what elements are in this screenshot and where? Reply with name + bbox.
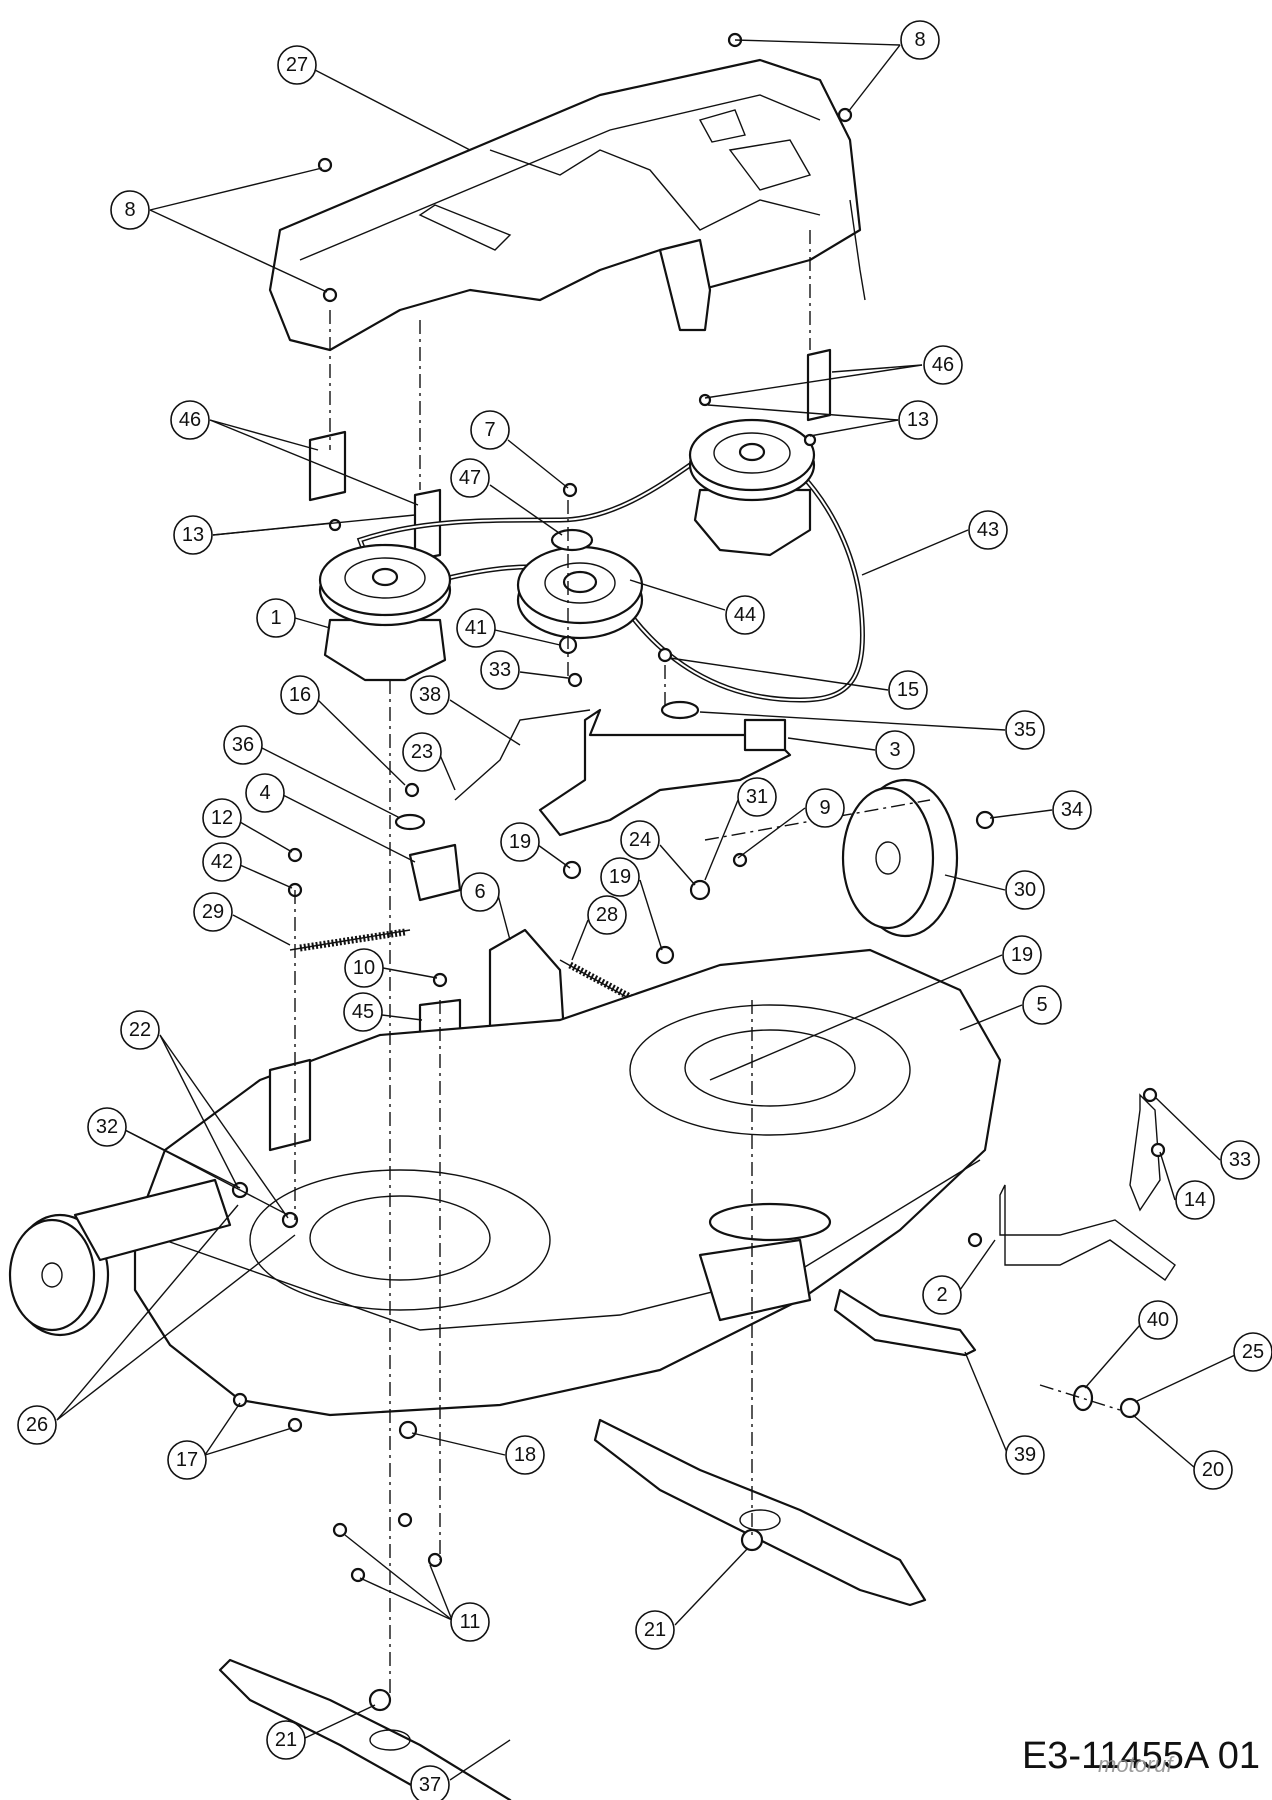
callout-label: 17: [176, 1449, 198, 1471]
watermark: motoruf: [1098, 1752, 1173, 1777]
callout-label: 15: [897, 679, 919, 701]
callout-label: 9: [819, 797, 830, 819]
callout-label: 10: [353, 957, 375, 979]
callout-label: 13: [907, 409, 929, 431]
callout-label: 1: [270, 607, 281, 629]
bracket-46-right: [806, 348, 832, 422]
callout-label: 26: [26, 1414, 48, 1436]
callout-label: 35: [1014, 719, 1036, 741]
callout-label: 42: [211, 851, 233, 873]
callout-label: 31: [746, 786, 768, 808]
callout-label: 28: [596, 904, 618, 926]
callout-label: 12: [211, 807, 233, 829]
callout-label: 19: [1011, 944, 1033, 966]
callout-label: 19: [609, 866, 631, 888]
callout-label: 27: [286, 54, 308, 76]
callout-label: 39: [1014, 1444, 1036, 1466]
callout-label: 34: [1061, 799, 1083, 821]
callout-numbers: 1 2 3 4 5 6 7 8 8 9 10 11 12 13 13 14 15…: [26, 29, 1264, 1796]
callouts: [17, 20, 1272, 1800]
idler-arm: [454, 708, 792, 837]
axle-39: [833, 1288, 977, 1357]
callout-label: 11: [460, 1611, 481, 1633]
callout-label: 40: [1147, 1309, 1169, 1331]
callout-label: 30: [1014, 879, 1036, 901]
spindle-pulley-left: [318, 543, 452, 682]
blade-right: [593, 1418, 927, 1607]
callout-label: 14: [1184, 1189, 1206, 1211]
drive-belt: [356, 437, 865, 703]
spindle-pulley-right: [688, 418, 816, 557]
callout-label: 19: [509, 831, 531, 853]
callout-label: 5: [1036, 994, 1047, 1016]
bracket-4: [408, 843, 462, 902]
callout-label: 21: [275, 1729, 297, 1751]
callout-label: 8: [914, 29, 925, 51]
callout-label: 46: [179, 409, 201, 431]
callout-label: 23: [411, 741, 433, 763]
deck-wheel: [841, 778, 959, 938]
callout-label: 3: [889, 739, 900, 761]
callout-label: 32: [96, 1116, 118, 1138]
drawing-code: E3-11455A 01: [1021, 1735, 1260, 1777]
callout-label: 6: [474, 881, 485, 903]
bracket-46-left: [308, 430, 347, 502]
callout-label: 41: [465, 617, 487, 639]
callout-label: 25: [1242, 1341, 1264, 1363]
callout-label: 24: [629, 829, 651, 851]
callout-label: 20: [1202, 1459, 1224, 1481]
callout-label: 38: [419, 684, 441, 706]
callout-label: 33: [1229, 1149, 1251, 1171]
mower-deck: [133, 948, 1002, 1417]
deck-cover: [268, 58, 866, 352]
callout-label: 37: [419, 1774, 441, 1796]
lift-rod: [999, 1093, 1176, 1281]
idler-pulley: [516, 528, 644, 640]
spring-29: [289, 928, 411, 952]
callout-label: 4: [259, 782, 270, 804]
callout-label: 44: [734, 604, 756, 626]
left-deck-wheel: [8, 1178, 232, 1337]
callout-label: 21: [644, 1619, 666, 1641]
callout-label: 8: [124, 199, 135, 221]
callout-label: 13: [182, 524, 204, 546]
callout-label: 47: [459, 467, 481, 489]
callout-label: 46: [932, 354, 954, 376]
callout-label: 2: [936, 1284, 947, 1306]
callout-label: 18: [514, 1444, 536, 1466]
callout-label: 22: [129, 1019, 151, 1041]
callout-label: 33: [489, 659, 511, 681]
callout-label: 45: [352, 1001, 374, 1023]
callout-label: 29: [202, 901, 224, 923]
callout-label: 16: [289, 684, 311, 706]
blade-left: [218, 1658, 512, 1800]
callout-label: 7: [484, 419, 495, 441]
callout-label: 36: [232, 734, 254, 756]
callout-label: 43: [977, 519, 999, 541]
